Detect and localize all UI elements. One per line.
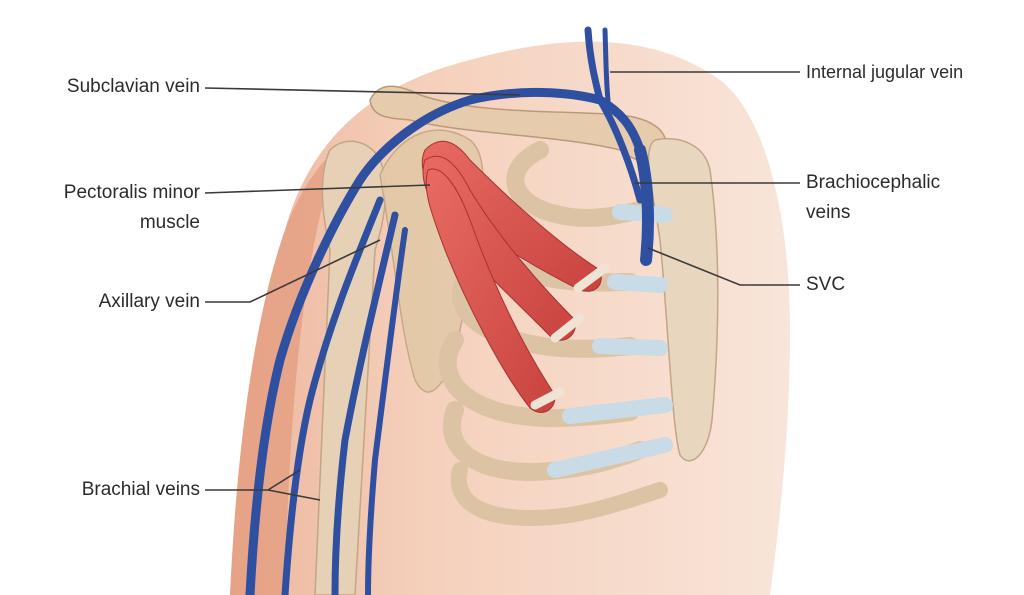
label-svc: SVC [806,270,845,300]
label-axillary-vein: Axillary vein [20,287,200,317]
label-brachiocephalic: Brachiocephalic [806,168,940,198]
label-brachial-veins: Brachial veins [14,475,200,505]
label-brachiocephalic-veins: veins [806,198,850,228]
label-pectoralis-muscle: muscle [10,208,200,238]
label-subclavian-vein: Subclavian vein [18,72,200,102]
label-internal-jugular-vein: Internal jugular vein [806,57,963,87]
label-pectoralis-minor: Pectoralis minor [10,178,200,208]
